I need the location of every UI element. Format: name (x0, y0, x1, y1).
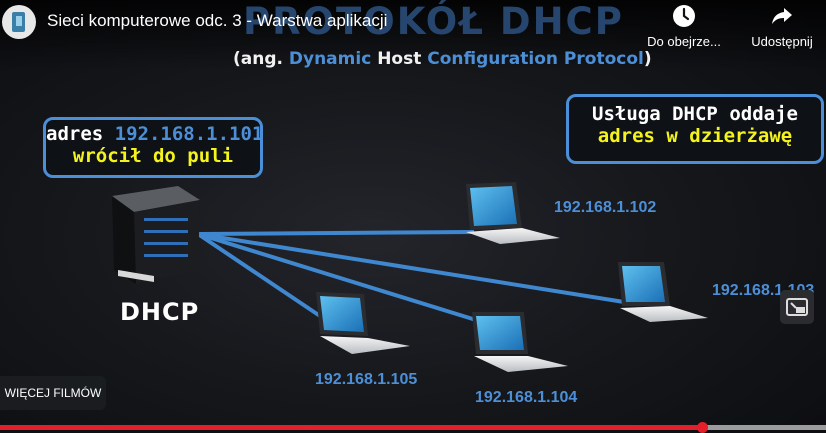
clock-icon (673, 5, 695, 27)
lease-callout: Usługa DHCP oddaje adres w dzierżawę (566, 94, 824, 164)
laptop-ip-102: 192.168.1.102 (554, 199, 657, 216)
laptop-icon-102 (466, 182, 560, 244)
channel-avatar[interactable] (2, 5, 36, 39)
miniplayer-button[interactable] (780, 290, 814, 324)
miniplayer-icon (786, 298, 808, 316)
share-label: Udostępnij (751, 34, 813, 49)
link-104 (197, 232, 477, 322)
connection-lines (196, 230, 625, 322)
link-105 (196, 232, 328, 322)
link-102 (197, 230, 475, 236)
laptop-icon-103 (618, 262, 708, 322)
laptop-ip-104: 192.168.1.104 (475, 389, 578, 406)
progress-bar[interactable] (0, 422, 826, 433)
returned-ip: 192.168.1.101 (114, 123, 264, 145)
link-103 (197, 232, 625, 304)
watch-later-button[interactable]: Do obejrze... (646, 4, 722, 49)
laptop-icon-105 (316, 292, 410, 354)
share-arrow-icon (772, 8, 792, 24)
laptop-icon-104 (472, 312, 568, 372)
returned-address-callout: adres 192.168.1.101 wrócił do puli (43, 117, 263, 178)
progress-scrubber[interactable] (697, 422, 709, 433)
more-videos-button[interactable]: WIĘCEJ FILMÓW (0, 376, 106, 410)
progress-fill (0, 425, 703, 430)
progress-buffer (702, 425, 826, 430)
server-label: DHCP (120, 298, 200, 326)
laptop-ip-105: 192.168.1.105 (315, 371, 418, 388)
slide-subtitle: (ang. Dynamic Host Configuration Protoco… (233, 49, 652, 69)
video-title[interactable]: Sieci komputerowe odc. 3 - Warstwa aplik… (47, 11, 388, 30)
server-icon (112, 186, 200, 284)
watch-later-label: Do obejrze... (647, 34, 721, 49)
share-button[interactable]: Udostępnij (742, 4, 822, 49)
slide-title: PROTOKÓŁ DHCP (243, 0, 624, 43)
